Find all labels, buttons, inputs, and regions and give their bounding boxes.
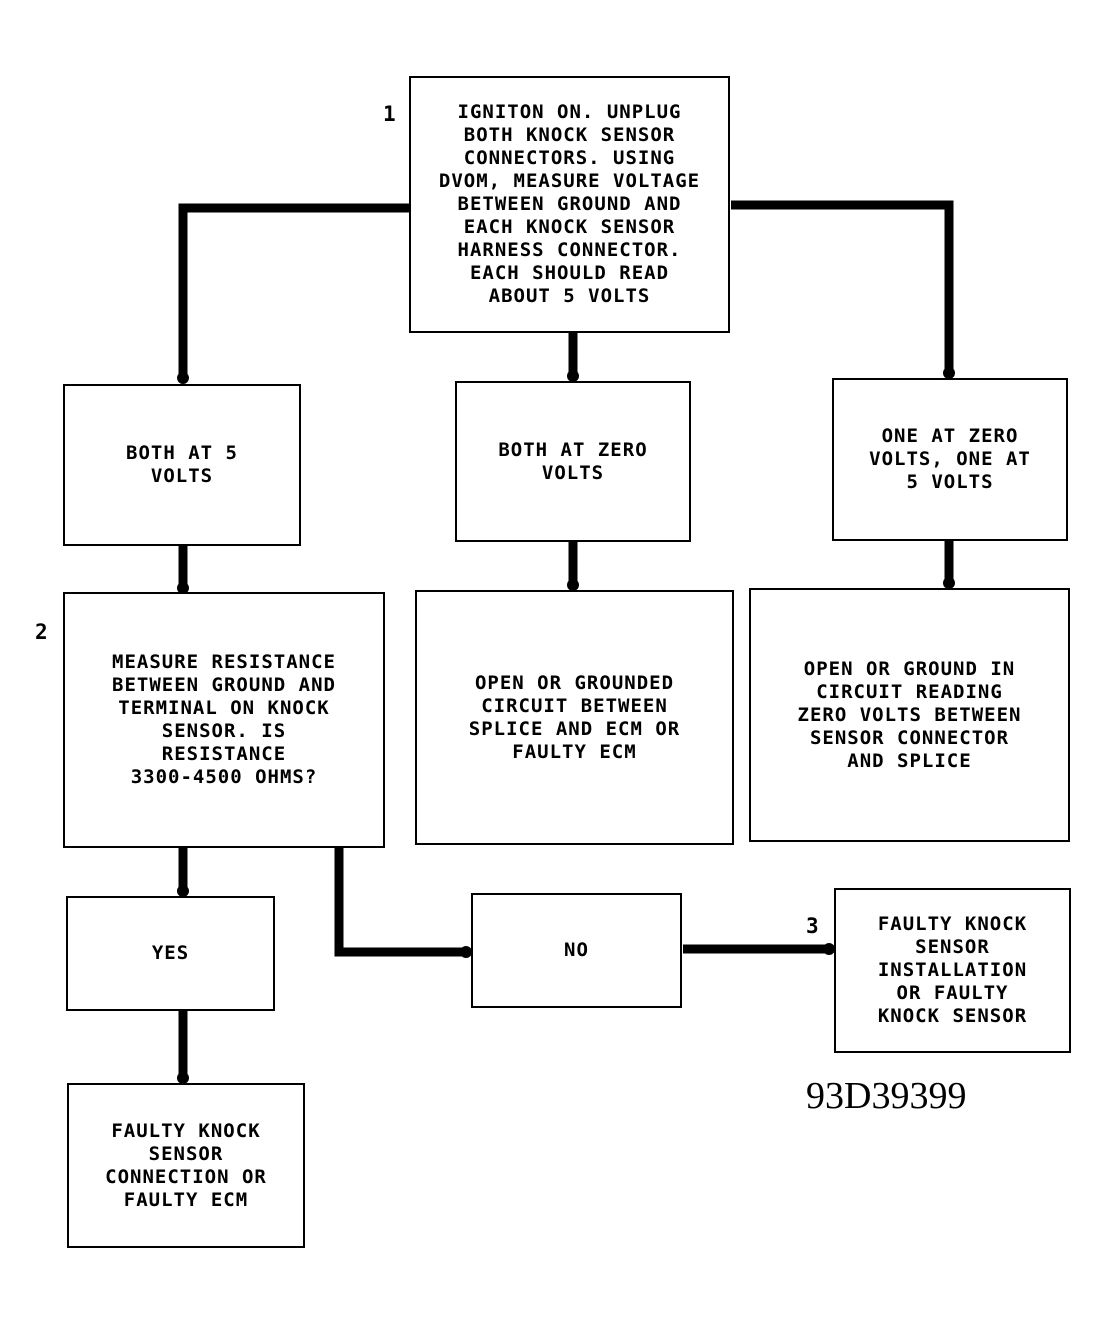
faulty-connection-text: FAULTY KNOCK SENSOR CONNECTION OR FAULTY…	[105, 1119, 267, 1211]
no-text: NO	[564, 939, 589, 961]
step-number-1: 1	[383, 102, 396, 126]
junction-dot	[567, 579, 579, 591]
open-ground-reading-zero-box: OPEN OR GROUND IN CIRCUIT READING ZERO V…	[749, 588, 1070, 842]
open-grounded-circuit-text: OPEN OR GROUNDED CIRCUIT BETWEEN SPLICE …	[468, 671, 681, 763]
step-number-3: 3	[806, 914, 819, 938]
junction-dot	[177, 885, 189, 897]
faulty-connection-box: FAULTY KNOCK SENSOR CONNECTION OR FAULTY…	[67, 1083, 305, 1248]
measure-resistance-box: MEASURE RESISTANCE BETWEEN GROUND AND TE…	[63, 592, 385, 848]
yes-text: YES	[151, 942, 190, 964]
junction-dot	[177, 1072, 189, 1084]
no-box: NO	[471, 893, 682, 1008]
junction-dot	[177, 372, 189, 384]
junction-dot	[943, 577, 955, 589]
yes-box: YES	[66, 896, 275, 1011]
connector-start-to-one-zero	[731, 200, 954, 373]
junction-dot	[460, 946, 472, 958]
both-zero-volts-box: BOTH AT ZERO VOLTS	[455, 381, 691, 542]
both-5-volts-box: BOTH AT 5 VOLTS	[63, 384, 301, 546]
both-zero-volts-text: BOTH AT ZERO VOLTS	[498, 438, 648, 484]
step-number-2: 2	[35, 620, 48, 644]
faulty-installation-box: FAULTY KNOCK SENSOR INSTALLATION OR FAUL…	[834, 888, 1071, 1053]
measure-resistance-text: MEASURE RESISTANCE BETWEEN GROUND AND TE…	[112, 651, 336, 788]
one-zero-one-5-volts-box: ONE AT ZERO VOLTS, ONE AT 5 VOLTS	[832, 378, 1068, 541]
faulty-installation-text: FAULTY KNOCK SENSOR INSTALLATION OR FAUL…	[877, 913, 1028, 1027]
junction-dot	[567, 370, 579, 382]
one-zero-one-5-volts-text: ONE AT ZERO VOLTS, ONE AT 5 VOLTS	[869, 425, 1031, 493]
junction-dot	[177, 582, 189, 594]
start-instruction-text: IGNITON ON. UNPLUG BOTH KNOCK SENSOR CON…	[438, 101, 701, 307]
open-ground-reading-zero-text: OPEN OR GROUND IN CIRCUIT READING ZERO V…	[797, 657, 1022, 772]
figure-id: 93D39399	[806, 1075, 967, 1117]
junction-dot	[943, 367, 955, 379]
junction-dot	[823, 943, 835, 955]
connector-measure-to-no	[334, 846, 466, 957]
open-grounded-circuit-box: OPEN OR GROUNDED CIRCUIT BETWEEN SPLICE …	[415, 590, 734, 845]
connector-start-to-both-5v	[178, 203, 414, 378]
both-5-volts-text: BOTH AT 5 VOLTS	[126, 442, 238, 487]
start-instruction-box: IGNITON ON. UNPLUG BOTH KNOCK SENSOR CON…	[409, 76, 730, 333]
